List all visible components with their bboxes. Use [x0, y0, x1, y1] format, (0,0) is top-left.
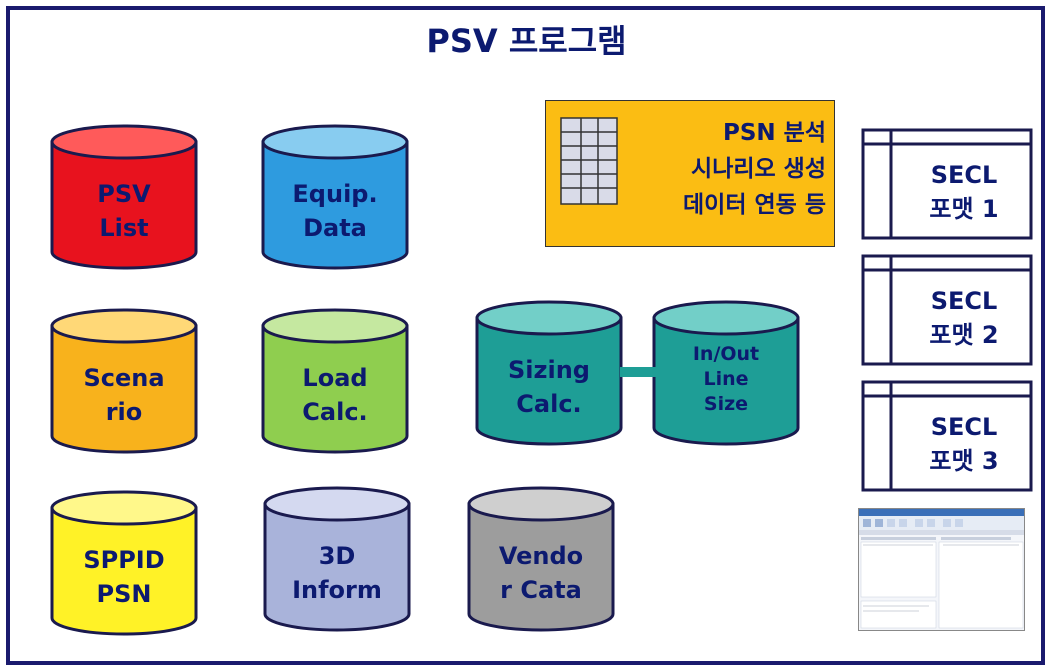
cylinder-shape — [467, 486, 615, 632]
database-label-line: Calc. — [516, 390, 582, 418]
secl-label: SECL 포맷 2 — [899, 274, 1029, 362]
database-label: 3D Inform — [263, 518, 411, 628]
database-label-line: Inform — [292, 576, 382, 604]
database-label-line: r Cata — [500, 576, 582, 604]
database-label-line: Equip. — [292, 180, 378, 208]
database-label-line: Data — [303, 214, 367, 242]
secl-label-line: SECL — [930, 161, 998, 189]
database-vendor-cata: Vendo r Cata — [467, 486, 615, 634]
database-label-line: List — [99, 214, 149, 242]
database-sppid-psn: SPPID PSN — [50, 490, 198, 638]
database-label: Vendo r Cata — [467, 518, 615, 628]
cylinder-shape — [652, 300, 800, 446]
database-label-line: Sizing — [508, 356, 590, 384]
database-label-line: 3D — [318, 542, 356, 570]
database-label-line: Scena — [83, 364, 165, 392]
cylinder-shape — [50, 124, 198, 270]
database-label-line: Load — [302, 364, 368, 392]
database-label-line: PSV — [97, 180, 151, 208]
database-label-line: Vendo — [498, 542, 584, 570]
table-icon — [560, 117, 618, 205]
secl-label: SECL 포맷 3 — [899, 400, 1029, 488]
program-screenshot-thumbnail — [858, 508, 1025, 631]
database-equip-data: Equip. Data — [261, 124, 409, 272]
sizing-connector-line — [620, 367, 656, 377]
secl-format-3: SECL 포맷 3 — [861, 380, 1033, 492]
document-icon — [861, 128, 1033, 240]
document-icon — [861, 380, 1033, 492]
database-label-line: PSN — [96, 580, 152, 608]
database-3d-inform: 3D Inform — [263, 486, 411, 634]
secl-label: SECL 포맷 1 — [899, 148, 1029, 236]
cylinder-shape — [263, 486, 411, 632]
secl-label-line: 포맷 3 — [929, 447, 999, 475]
database-scenario: Scena rio — [50, 308, 198, 456]
database-label-line: In/Out — [692, 343, 760, 365]
secl-format-1: SECL 포맷 1 — [861, 128, 1033, 240]
database-label: PSV List — [50, 156, 198, 266]
secl-format-2: SECL 포맷 2 — [861, 254, 1033, 366]
psn-box-line: 데이터 연동 등 — [683, 192, 826, 218]
psn-box-text: PSN 분석 시나리오 생성 데이터 연동 등 — [683, 115, 826, 223]
cylinder-shape — [261, 308, 409, 454]
database-label: SPPID PSN — [50, 522, 198, 632]
database-label-line: rio — [105, 398, 143, 426]
database-psv-list: PSV List — [50, 124, 198, 272]
secl-label-line: SECL — [930, 413, 998, 441]
cylinder-shape — [261, 124, 409, 270]
psn-box-line: PSN 분석 — [723, 120, 826, 146]
secl-label-line: 포맷 1 — [929, 195, 999, 223]
cylinder-shape — [475, 300, 623, 446]
database-label-line: Size — [703, 393, 749, 415]
database-label: Equip. Data — [261, 156, 409, 266]
secl-label-line: 포맷 2 — [929, 321, 999, 349]
psn-box-line: 시나리오 생성 — [691, 156, 826, 182]
secl-label-line: SECL — [930, 287, 998, 315]
cylinder-shape — [50, 308, 198, 454]
database-label: Scena rio — [50, 340, 198, 450]
database-label-line: SPPID — [83, 546, 165, 574]
psn-analysis-box: PSN 분석 시나리오 생성 데이터 연동 등 — [545, 100, 835, 247]
cylinder-shape — [50, 490, 198, 636]
screenshot-image — [859, 509, 1024, 629]
database-label-line: Line — [703, 368, 749, 390]
page-title: PSV 프로그램 — [426, 22, 627, 60]
database-label-line: Calc. — [302, 398, 368, 426]
document-icon — [861, 254, 1033, 366]
